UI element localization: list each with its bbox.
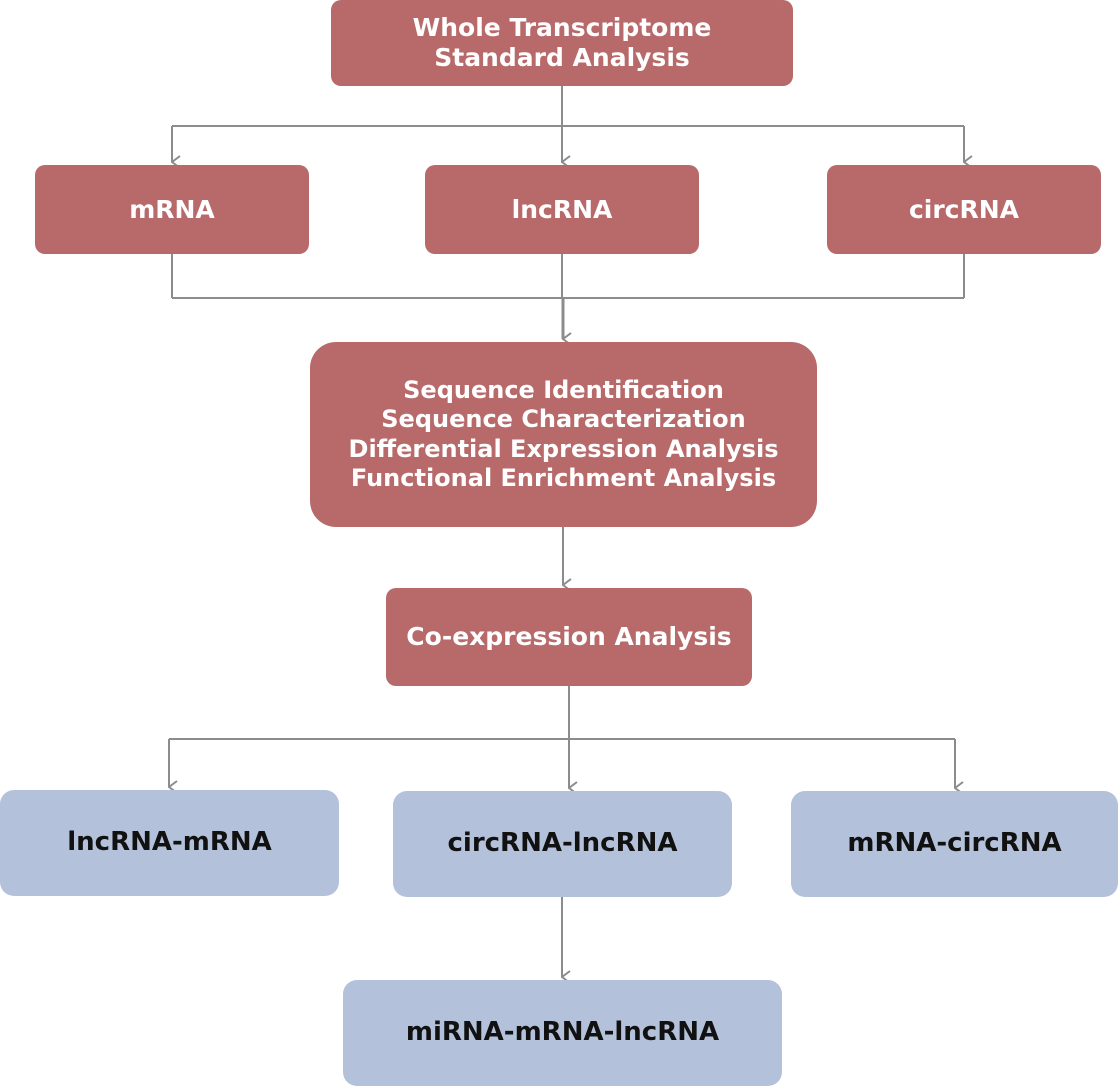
standard-analysis-steps-node: Sequence Identification Sequence Charact…: [310, 342, 817, 527]
whole-transcriptome-line-2: Standard Analysis: [434, 43, 690, 72]
whole-transcriptome-line-1: Whole Transcriptome: [412, 13, 712, 42]
mrna-label: mRNA: [129, 194, 215, 224]
analysis-step-sequence-identification: Sequence Identification: [403, 375, 724, 404]
mrna-node: mRNA: [35, 165, 309, 254]
mirna-mrna-lncrna-node: miRNA-mRNA-lncRNA: [343, 980, 782, 1086]
circrna-lncrna-node: circRNA-lncRNA: [393, 791, 732, 897]
circrna-label: circRNA: [908, 194, 1020, 224]
lncrna-label: lncRNA: [511, 194, 613, 224]
lncrna-mrna-label: lncRNA-mRNA: [67, 827, 272, 858]
mirna-mrna-lncrna-label: miRNA-mRNA-lncRNA: [405, 1017, 720, 1048]
co-expression-label: Co-expression Analysis: [406, 622, 732, 651]
analysis-step-differential-expression: Differential Expression Analysis: [348, 434, 779, 463]
whole-transcriptome-node: Whole Transcriptome Standard Analysis: [331, 0, 793, 86]
circrna-lncrna-label: circRNA-lncRNA: [447, 828, 678, 859]
mrna-circrna-node: mRNA-circRNA: [791, 791, 1118, 897]
co-expression-analysis-node: Co-expression Analysis: [386, 588, 752, 686]
analysis-step-functional-enrichment: Functional Enrichment Analysis: [350, 463, 777, 492]
analysis-step-sequence-characterization: Sequence Characterization: [381, 405, 746, 434]
lncrna-mrna-node: lncRNA-mRNA: [0, 790, 339, 896]
lncrna-node: lncRNA: [425, 165, 699, 254]
circrna-node: circRNA: [827, 165, 1101, 254]
mrna-circrna-label: mRNA-circRNA: [847, 828, 1062, 859]
